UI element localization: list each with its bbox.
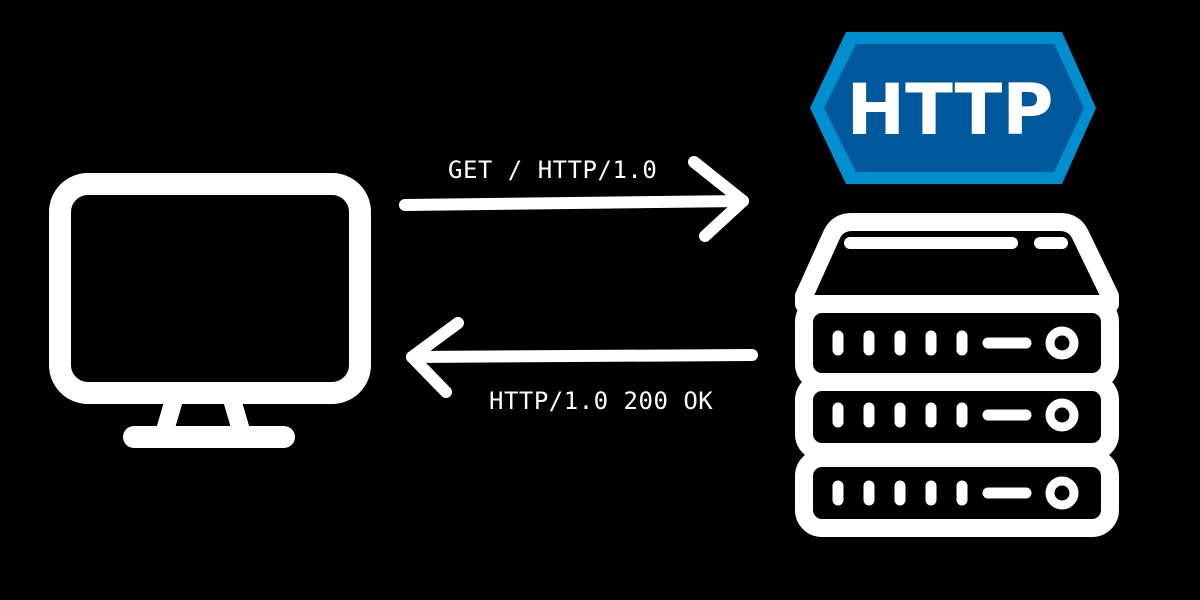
- server-power-icon: [1045, 398, 1079, 432]
- monitor-icon: [49, 173, 371, 448]
- server-unit: [795, 373, 1119, 461]
- server-unit: [795, 449, 1119, 537]
- http-badge-fill: [824, 44, 1084, 172]
- server-rack-icon: [795, 213, 1119, 537]
- server-unit: [795, 295, 1119, 391]
- response-label: HTTP/1.0 200 OK: [489, 387, 714, 415]
- request-label: GET / HTTP/1.0: [448, 156, 658, 184]
- http-badge: HTTP: [810, 32, 1096, 184]
- server-power-icon: [1045, 476, 1079, 510]
- request-arrow: [399, 156, 749, 242]
- response-arrow: [406, 317, 758, 398]
- server-power-icon: [1045, 326, 1079, 360]
- monitor-screen: [49, 173, 371, 404]
- http-badge-text: HTTP: [847, 69, 1054, 151]
- server-top-chassis: [795, 213, 1119, 313]
